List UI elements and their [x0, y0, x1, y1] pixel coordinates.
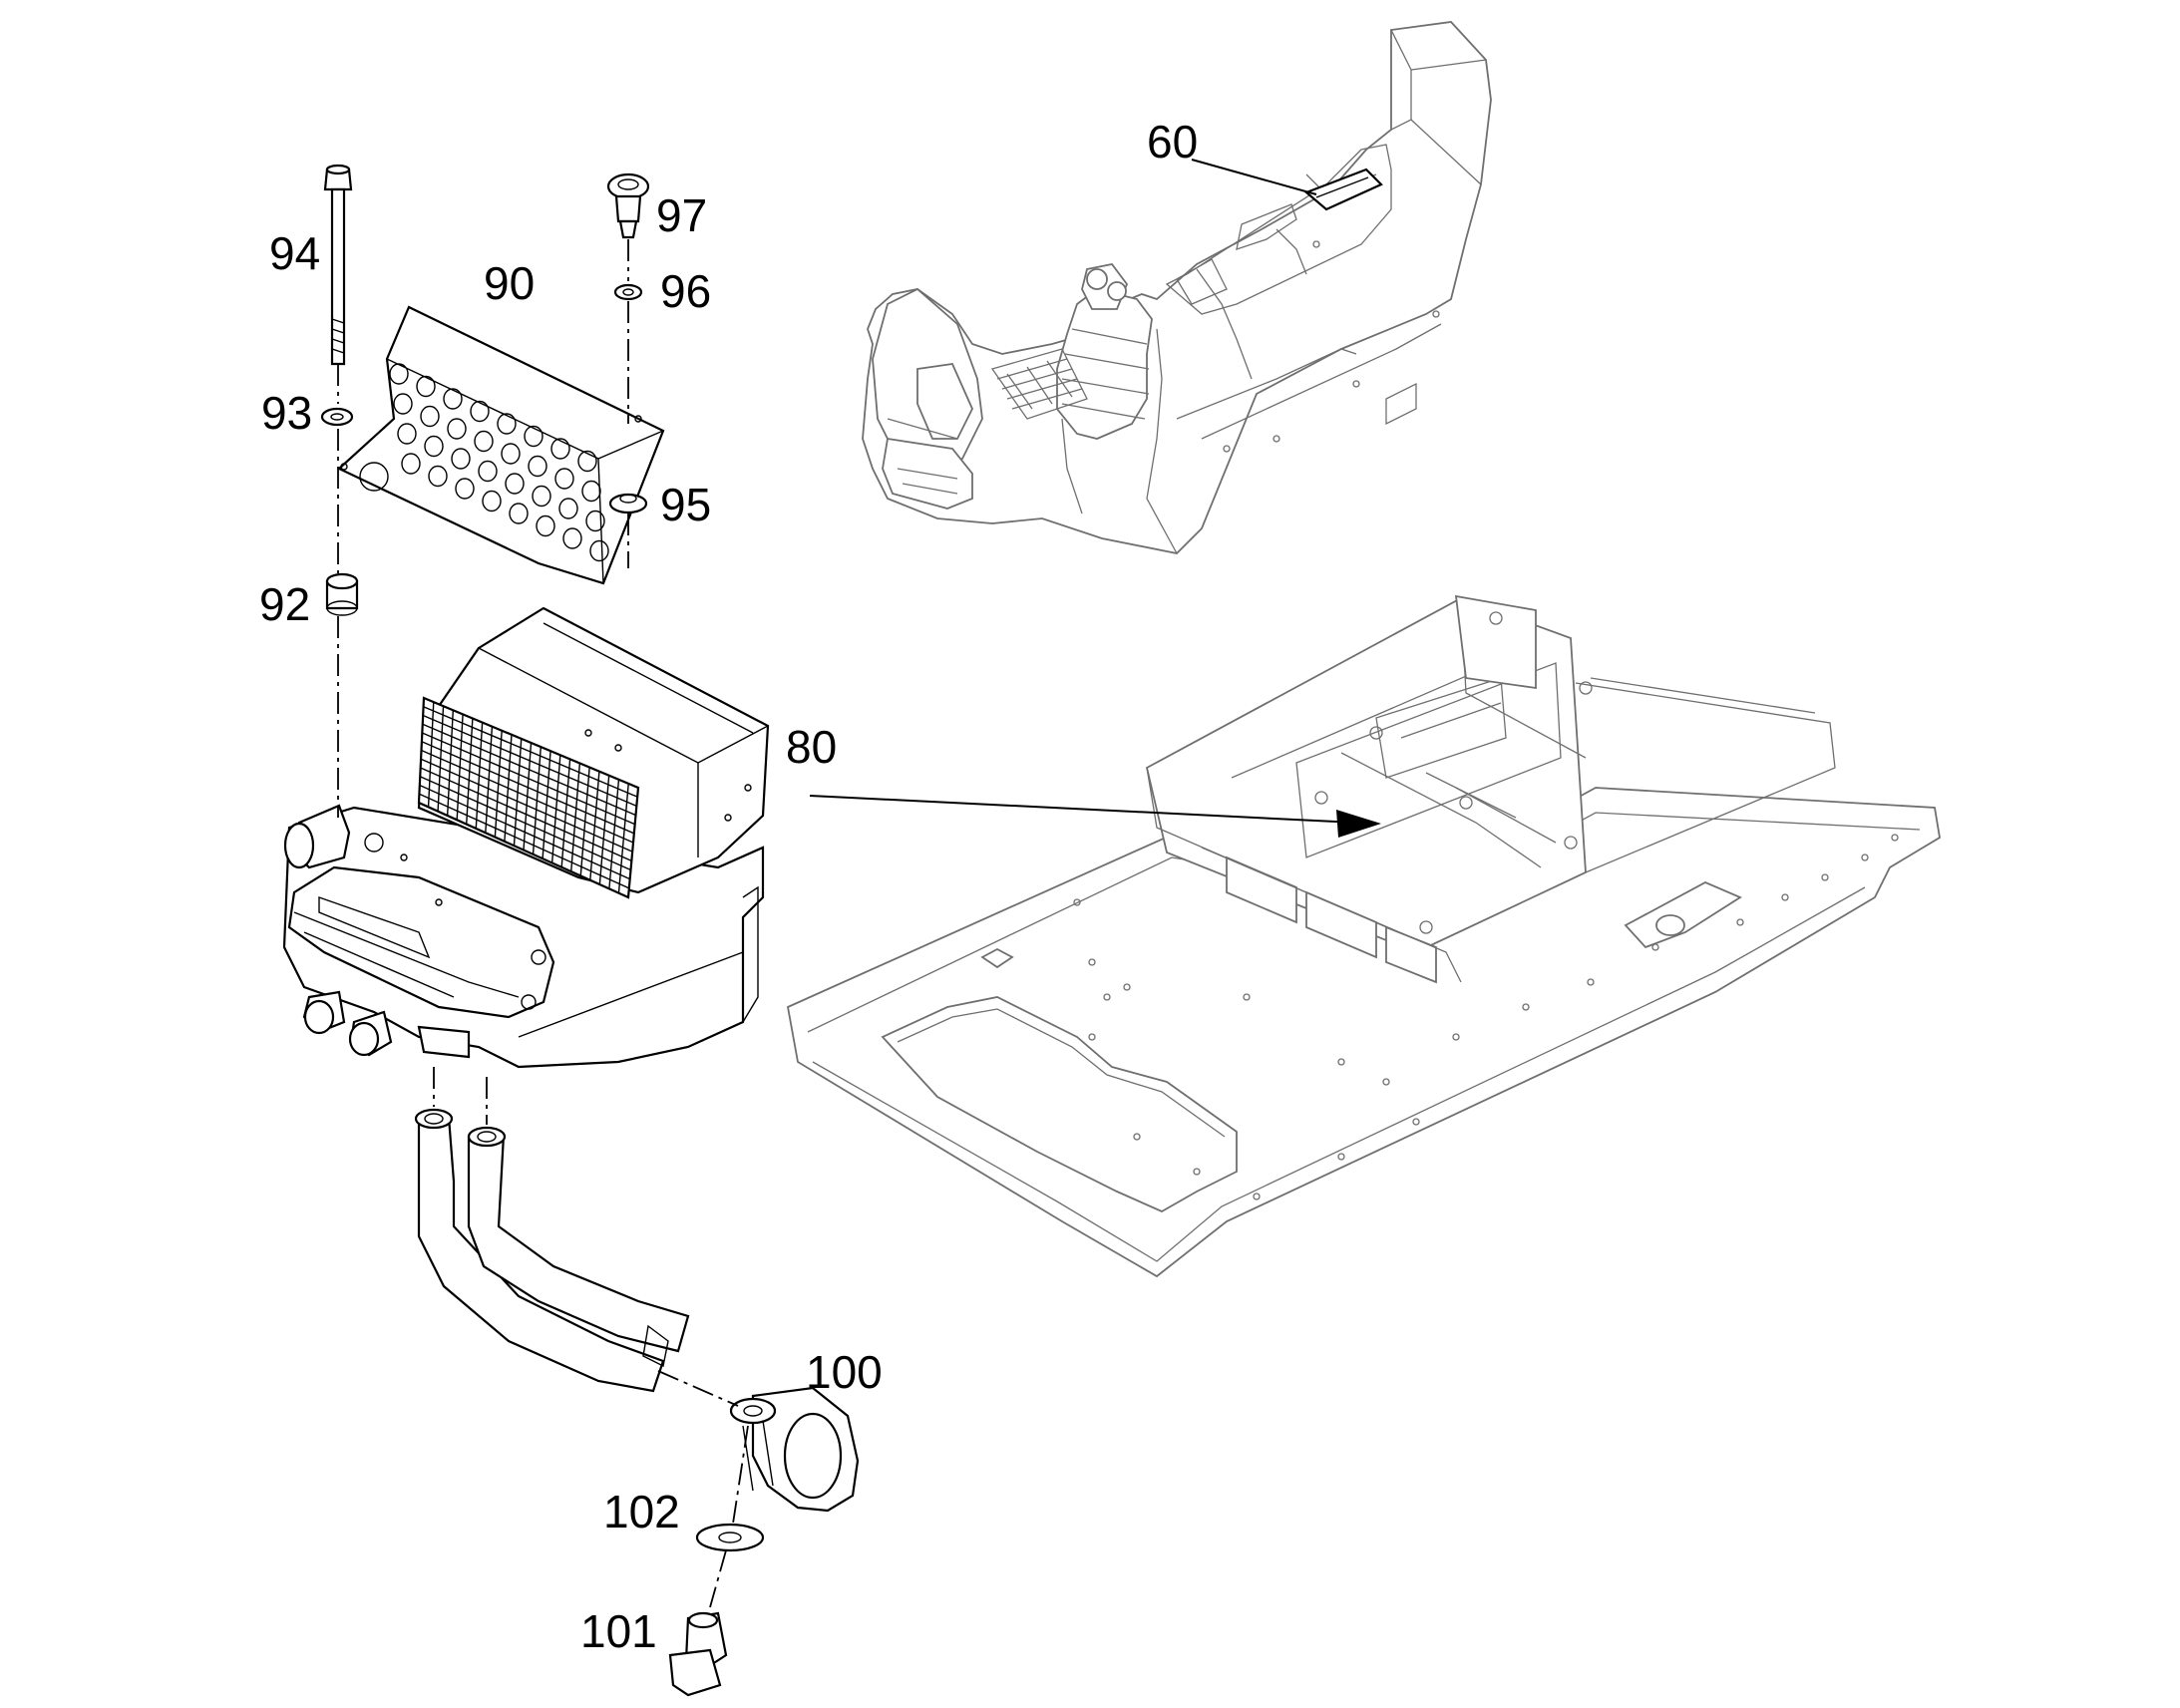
- cover-perforation: [420, 405, 440, 428]
- washer-102: [695, 1523, 765, 1552]
- washer-93: [320, 407, 354, 427]
- grommet-95: [608, 493, 648, 514]
- cab-floor-plate: [786, 594, 1941, 1278]
- cover-perforation: [581, 480, 601, 503]
- grille-bar: [419, 784, 630, 880]
- cover-perforation: [451, 448, 471, 470]
- grille-bar: [423, 706, 638, 798]
- cover-perforation: [455, 478, 475, 500]
- cover-perforation: [482, 490, 502, 512]
- cover-perforation: [589, 539, 609, 562]
- grille-bar: [420, 767, 632, 861]
- cover-perforation: [474, 430, 494, 453]
- grille-bar: [421, 749, 634, 844]
- cover-perforation: [558, 498, 578, 519]
- cover-perforation: [528, 455, 547, 478]
- fastener-97: [606, 172, 650, 239]
- control-console: [862, 21, 1492, 554]
- spacer-92: [325, 572, 359, 616]
- leader-60: [1191, 159, 1317, 195]
- cover-perforation: [443, 388, 463, 410]
- cover-perforation: [470, 400, 490, 423]
- hose-clamp-100: [729, 1386, 860, 1513]
- callout-96: 96: [660, 265, 711, 317]
- cover-perforation: [550, 438, 570, 460]
- assembly-center-lines: [337, 239, 749, 1608]
- cover-perforation: [524, 425, 544, 448]
- grille-bar: [420, 758, 633, 853]
- cover-perforation: [428, 465, 448, 488]
- cover-perforation: [577, 450, 597, 473]
- callout-102: 102: [603, 1486, 680, 1537]
- cover-perforation: [478, 460, 498, 483]
- cover-perforation: [536, 514, 555, 537]
- cover-perforation: [505, 473, 525, 495]
- washer-96: [613, 283, 643, 301]
- callout-90: 90: [484, 257, 535, 309]
- long-bolt-94: [323, 164, 353, 366]
- cover-perforation: [532, 485, 551, 508]
- cover-perforation: [393, 393, 413, 415]
- grille-bar: [421, 741, 635, 835]
- cover-perforation: [401, 453, 421, 475]
- cover-perforation: [397, 423, 417, 445]
- cover-perforation: [497, 413, 517, 435]
- callout-100: 100: [806, 1346, 883, 1398]
- cover-perforation: [585, 510, 605, 532]
- cover-perforation: [562, 527, 582, 549]
- grille-bar: [422, 714, 637, 807]
- grille-bar: [422, 723, 636, 817]
- callout-94: 94: [269, 227, 320, 279]
- callout-80: 80: [786, 721, 837, 773]
- grille-bar: [419, 776, 631, 871]
- callout-97: 97: [656, 189, 707, 241]
- callout-60: 60: [1147, 116, 1198, 168]
- installation-arrow-80: [809, 795, 1381, 838]
- cover-perforation: [424, 435, 444, 458]
- cover-perforation: [416, 375, 436, 398]
- heater-unit-80: [282, 606, 770, 1069]
- callout-101: 101: [580, 1605, 657, 1657]
- cover-perforation: [509, 503, 529, 524]
- grille-bar: [422, 732, 635, 826]
- cover-perforation: [447, 418, 467, 440]
- cover-perforation: [501, 443, 521, 465]
- callout-95: 95: [660, 479, 711, 530]
- grille-bar: [419, 793, 630, 889]
- cover-perforation: [389, 363, 409, 385]
- heater-hoses: [414, 1108, 690, 1393]
- perforated-cover-90: [337, 305, 665, 585]
- cover-perforation: [554, 468, 574, 490]
- bolt-101: [668, 1611, 728, 1697]
- callout-93: 93: [261, 387, 312, 439]
- callout-92: 92: [259, 578, 310, 630]
